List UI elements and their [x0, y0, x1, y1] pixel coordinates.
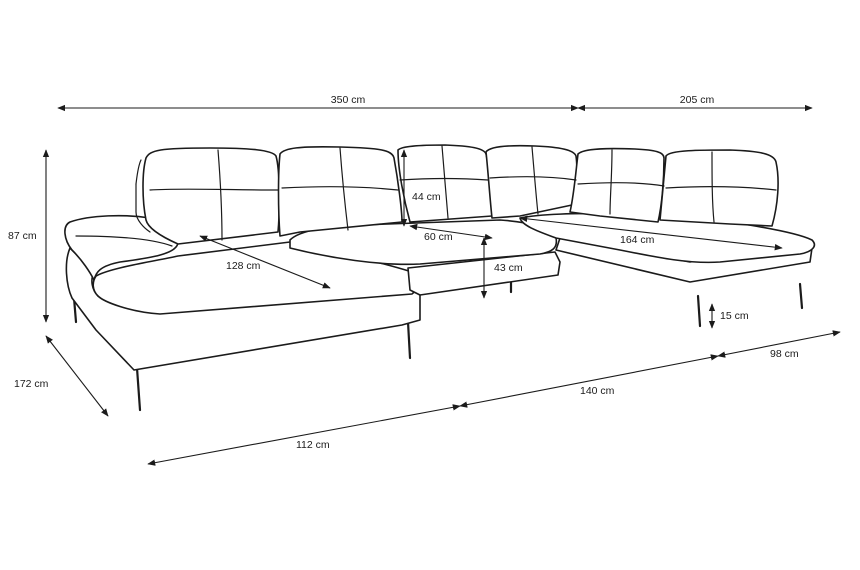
back-cushion-6 — [659, 149, 779, 227]
leg-right-back — [798, 282, 804, 310]
back-cushion-2 — [277, 145, 403, 237]
dim-line-172 — [45, 335, 109, 417]
leg-left-front — [135, 366, 142, 412]
dim-line-128 — [199, 235, 331, 289]
dim-line-164 — [519, 215, 783, 251]
back-cushion-4 — [485, 144, 578, 219]
dim-line-60 — [409, 223, 493, 241]
label-right-depth: 98 cm — [770, 348, 799, 360]
label-right-chaise-length: 164 cm — [620, 234, 655, 246]
label-front-middle-width: 140 cm — [580, 385, 615, 397]
dimension-lines — [42, 104, 841, 466]
leg-right-front — [696, 294, 702, 328]
leg-middle-front — [406, 320, 412, 360]
back-cushion-5 — [569, 147, 665, 223]
dimension-labels: 350 cm 205 cm 87 cm 44 cm 60 cm 164 cm 1… — [8, 94, 799, 451]
label-left-depth: 172 cm — [14, 378, 49, 390]
label-total-width: 350 cm — [331, 94, 366, 106]
label-front-left-width: 112 cm — [296, 439, 330, 451]
label-backrest-height: 44 cm — [412, 191, 441, 203]
dim-line-112 — [147, 404, 461, 466]
label-height: 87 cm — [8, 230, 37, 242]
sofa-outline — [64, 144, 816, 412]
label-leg-height: 15 cm — [720, 310, 749, 322]
dim-line-98 — [717, 330, 841, 358]
label-right-section-width: 205 cm — [680, 94, 715, 106]
dim-line-140 — [459, 354, 719, 408]
left-chaise-base — [65, 247, 421, 371]
label-seat-depth: 60 cm — [424, 231, 453, 243]
back-cushion-1 — [142, 147, 281, 245]
label-seat-height: 43 cm — [494, 262, 523, 274]
label-left-chaise-length: 128 cm — [226, 260, 261, 272]
